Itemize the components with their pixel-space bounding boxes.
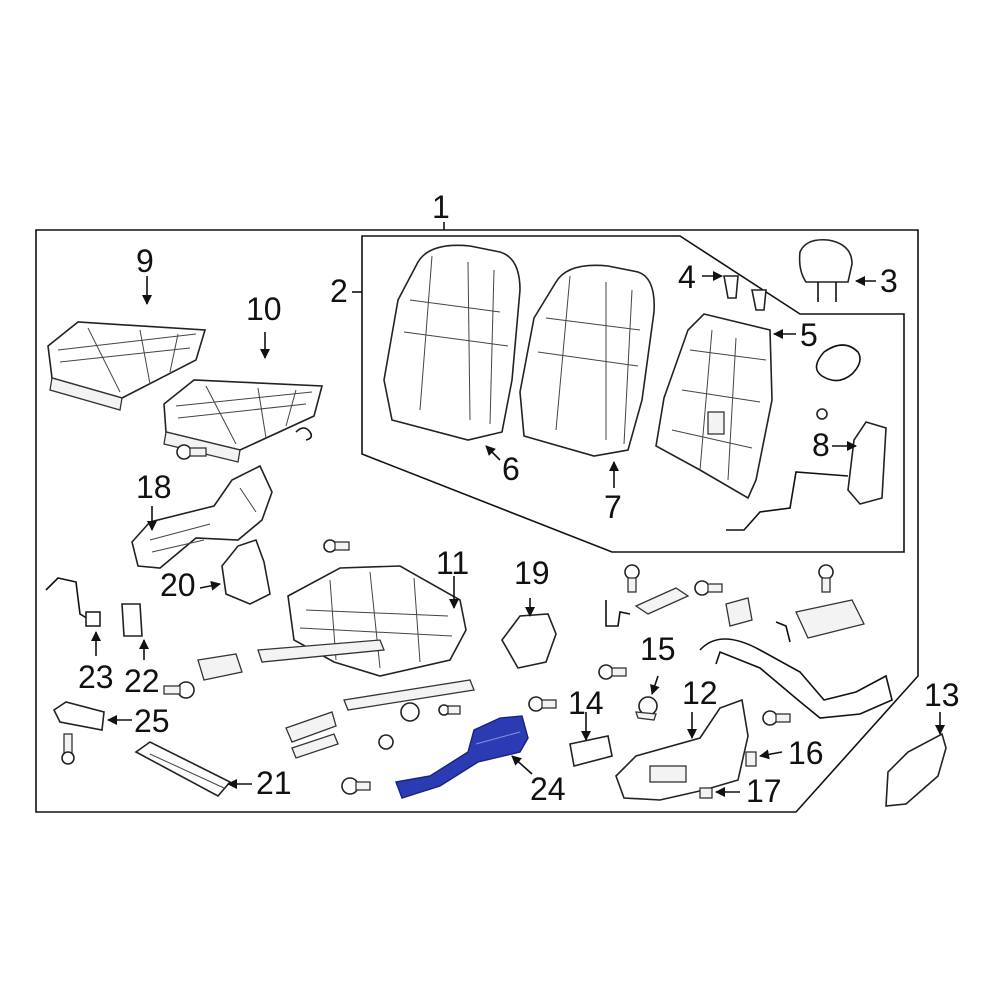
seat-back-frame-part[interactable] xyxy=(655,313,773,500)
side-switch-cover[interactable] xyxy=(615,698,749,801)
adjust-knob[interactable] xyxy=(635,696,658,721)
switch-bracket[interactable] xyxy=(569,735,613,767)
callout-20-arrow xyxy=(199,580,221,591)
wire-clip[interactable] xyxy=(121,603,143,637)
callout-19: 19 xyxy=(514,555,550,591)
bolt-right-3 xyxy=(818,564,834,593)
bolt-middle xyxy=(163,681,195,699)
side-shield[interactable] xyxy=(131,464,273,569)
headrest[interactable] xyxy=(798,238,853,302)
callout-16-arrow xyxy=(759,749,783,760)
push-pin xyxy=(400,702,420,722)
callout-6: 6 xyxy=(502,451,520,487)
clip-nut xyxy=(378,734,394,750)
pin-16 xyxy=(745,751,757,767)
trim-panel[interactable] xyxy=(885,732,947,807)
sensor-connector[interactable] xyxy=(85,611,101,627)
callout-21: 21 xyxy=(256,765,292,801)
bolt-right-2 xyxy=(694,580,723,596)
callout-22: 22 xyxy=(124,663,160,699)
bolt-upper-left xyxy=(176,444,207,460)
rail-cap xyxy=(197,653,243,681)
bolt-right-1 xyxy=(624,564,640,593)
bolt-right-5 xyxy=(762,710,791,726)
clip-block xyxy=(725,597,753,627)
bolt-bottom xyxy=(341,777,371,795)
callout-8: 8 xyxy=(812,427,830,463)
callout-15-arrow xyxy=(650,675,660,695)
seat-track-frame[interactable] xyxy=(257,565,475,711)
callout-6-arrow xyxy=(485,445,501,461)
callout-10: 10 xyxy=(246,291,282,327)
pin-17 xyxy=(699,787,713,799)
callout-17: 17 xyxy=(746,773,782,809)
bolt-track xyxy=(323,539,350,553)
outer-frame xyxy=(35,229,919,813)
callout-14: 14 xyxy=(568,685,604,721)
seat-back-frame xyxy=(361,235,905,553)
callout-20: 20 xyxy=(160,567,196,603)
bolt-center-right xyxy=(528,696,557,712)
callout-7: 7 xyxy=(604,489,622,525)
mount-plate xyxy=(795,599,865,639)
track-cover[interactable] xyxy=(134,741,232,798)
callout-13: 13 xyxy=(924,677,960,713)
clip-ring xyxy=(295,427,313,441)
control-module[interactable] xyxy=(52,701,105,731)
callout-4: 4 xyxy=(678,259,696,295)
highlighted-track-cover[interactable] xyxy=(395,715,529,799)
seat-back-cover[interactable] xyxy=(519,264,655,457)
callout-15: 15 xyxy=(640,631,676,667)
mounting-bracket[interactable] xyxy=(221,538,271,605)
callout-11: 11 xyxy=(436,545,469,581)
headrest-guides[interactable] xyxy=(723,275,767,311)
callout-2: 2 xyxy=(330,273,348,309)
callout-23: 23 xyxy=(78,659,114,695)
seat-cushion-cover[interactable] xyxy=(163,379,324,463)
callout-24-arrow xyxy=(511,755,533,775)
callout-25: 25 xyxy=(134,703,170,739)
bolt-lower-left xyxy=(61,733,75,765)
callout-24: 24 xyxy=(530,771,566,807)
side-bolster-pad[interactable] xyxy=(847,421,887,505)
callout-3: 3 xyxy=(880,263,898,299)
callout-5: 5 xyxy=(800,317,818,353)
callout-12: 12 xyxy=(682,675,718,711)
seat-cushion-pad[interactable] xyxy=(47,321,207,411)
wire-harness xyxy=(726,471,849,531)
bolt-center xyxy=(438,704,461,716)
seat-wire-harness xyxy=(699,638,893,719)
callout-18: 18 xyxy=(136,469,172,505)
seat-back-pad[interactable] xyxy=(383,244,521,441)
callout-16: 16 xyxy=(788,735,824,771)
callout-9: 9 xyxy=(136,243,154,279)
track-end-cap-upper xyxy=(285,711,337,743)
sensor-wire xyxy=(45,577,91,621)
bolt-right-4 xyxy=(598,664,627,680)
wire-bracket xyxy=(605,600,631,627)
track-end-cap-lower xyxy=(291,733,339,759)
recliner-bracket[interactable] xyxy=(501,613,557,669)
wire-loop xyxy=(815,344,861,382)
wire-clip-right xyxy=(775,621,791,643)
cover-strip xyxy=(634,587,690,615)
callout-1: 1 xyxy=(432,189,450,225)
grommet xyxy=(816,408,828,420)
